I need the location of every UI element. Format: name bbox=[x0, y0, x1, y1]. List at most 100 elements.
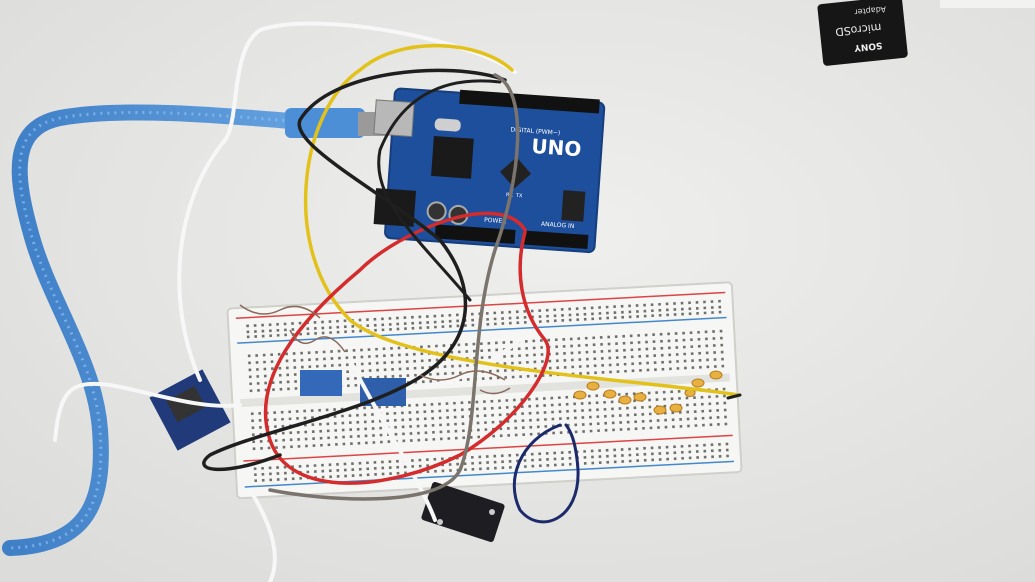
breadboard-hole bbox=[691, 366, 695, 370]
breadboard-hole bbox=[720, 350, 724, 354]
breadboard-hole bbox=[634, 427, 638, 431]
breadboard-hole bbox=[613, 448, 616, 452]
breadboard-hole bbox=[528, 404, 532, 408]
breadboard-hole bbox=[390, 354, 394, 357]
breadboard-hole bbox=[615, 356, 619, 359]
wire-white bbox=[248, 488, 277, 582]
breadboard-hole bbox=[368, 362, 372, 365]
breadboard-hole bbox=[562, 338, 566, 341]
breadboard-hole bbox=[454, 436, 458, 440]
breadboard-hole bbox=[673, 302, 676, 305]
breadboard-hole bbox=[697, 337, 701, 341]
breadboard-hole bbox=[548, 359, 552, 363]
breadboard-hole bbox=[416, 424, 420, 428]
breadboard-hole bbox=[652, 340, 656, 344]
breadboard-hole bbox=[506, 413, 509, 416]
breadboard-hole bbox=[681, 456, 685, 460]
breadboard-hole bbox=[493, 322, 497, 326]
breadboard-hole bbox=[703, 449, 707, 453]
breadboard-hole bbox=[286, 380, 290, 384]
breadboard-hole bbox=[679, 417, 682, 421]
breadboard-hole bbox=[665, 445, 669, 449]
breadboard-hole bbox=[281, 424, 285, 428]
breadboard-hole bbox=[716, 416, 720, 419]
breadboard-hole bbox=[507, 434, 511, 437]
breadboard-hole bbox=[633, 413, 637, 417]
breadboard-hole bbox=[686, 410, 690, 414]
breadboard-hole bbox=[343, 325, 347, 329]
breadboard-hole bbox=[315, 357, 319, 361]
breadboard-hole bbox=[658, 302, 661, 306]
breadboard-hole bbox=[487, 341, 491, 345]
breadboard-hole bbox=[503, 369, 507, 372]
breadboard-hole bbox=[616, 370, 620, 373]
breadboard-hole bbox=[658, 313, 662, 317]
breadboard-hole bbox=[483, 407, 487, 410]
breadboard-hole bbox=[701, 416, 705, 420]
breadboard-hole bbox=[618, 407, 622, 410]
breadboard-hole bbox=[411, 321, 415, 325]
breadboard-hole bbox=[501, 322, 505, 325]
breadboard-hole bbox=[359, 329, 362, 333]
breadboard-hole bbox=[637, 341, 641, 344]
breadboard-hole bbox=[426, 315, 429, 318]
breadboard-hole bbox=[465, 343, 468, 346]
breadboard-hole bbox=[703, 455, 707, 459]
breadboard-hole bbox=[346, 370, 350, 374]
wire-navy bbox=[512, 423, 580, 524]
breadboard-hole bbox=[688, 312, 692, 316]
breadboard-hole bbox=[260, 446, 263, 450]
breadboard-hole bbox=[514, 433, 518, 437]
breadboard-hole bbox=[448, 313, 452, 317]
breadboard-hole bbox=[371, 427, 375, 430]
breadboard-hole bbox=[254, 479, 258, 483]
breadboard-hole bbox=[254, 330, 257, 333]
breadboard-hole bbox=[586, 364, 590, 368]
breadboard-hole bbox=[336, 475, 340, 478]
breadboard-hole bbox=[326, 422, 330, 426]
breadboard-hole bbox=[705, 351, 709, 355]
breadboard-hole bbox=[358, 467, 362, 471]
breadboard-hole bbox=[718, 454, 722, 458]
breadboard-hole bbox=[665, 302, 669, 306]
breadboard-hole bbox=[501, 317, 504, 320]
breadboard-hole bbox=[248, 368, 252, 372]
breadboard-hole bbox=[546, 319, 550, 323]
breadboard-hole bbox=[385, 405, 389, 409]
breadboard-hole bbox=[604, 421, 608, 425]
breadboard-hole bbox=[558, 410, 562, 414]
breadboard-hole bbox=[279, 380, 282, 384]
breadboard-hole bbox=[675, 339, 678, 342]
breadboard-hole bbox=[628, 310, 632, 314]
breadboard-hole bbox=[438, 402, 441, 406]
breadboard-hole bbox=[279, 387, 283, 391]
breadboard-hole bbox=[629, 334, 633, 338]
breadboard-hole bbox=[493, 311, 497, 315]
breadboard-hole bbox=[484, 428, 488, 431]
breadboard-hole bbox=[436, 372, 440, 376]
breadboard-hole bbox=[712, 337, 716, 340]
breadboard-hole bbox=[579, 372, 582, 375]
breadboard-hole bbox=[445, 409, 449, 412]
breadboard-hole bbox=[651, 309, 654, 313]
breadboard-hole bbox=[489, 376, 493, 380]
breadboard-hole bbox=[718, 310, 722, 314]
breadboard-hole bbox=[694, 424, 698, 427]
breadboard-hole bbox=[660, 353, 664, 357]
breadboard-hole bbox=[263, 374, 267, 378]
breadboard-hole bbox=[415, 410, 419, 414]
breadboard-hole bbox=[381, 323, 385, 327]
breadboard-hole bbox=[470, 312, 474, 316]
breadboard-hole bbox=[648, 405, 652, 409]
breadboard-hole bbox=[667, 332, 670, 336]
breadboard-hole bbox=[472, 349, 476, 353]
breadboard-hole bbox=[693, 396, 696, 399]
breadboard-hole bbox=[323, 357, 326, 361]
breadboard-hole bbox=[397, 353, 401, 357]
breadboard-hole bbox=[371, 420, 375, 423]
breadboard-hole bbox=[315, 364, 319, 368]
breadboard-hole bbox=[292, 352, 296, 355]
breadboard-hole bbox=[698, 358, 702, 362]
breadboard-hole bbox=[390, 347, 393, 350]
breadboard-hole bbox=[673, 451, 677, 455]
